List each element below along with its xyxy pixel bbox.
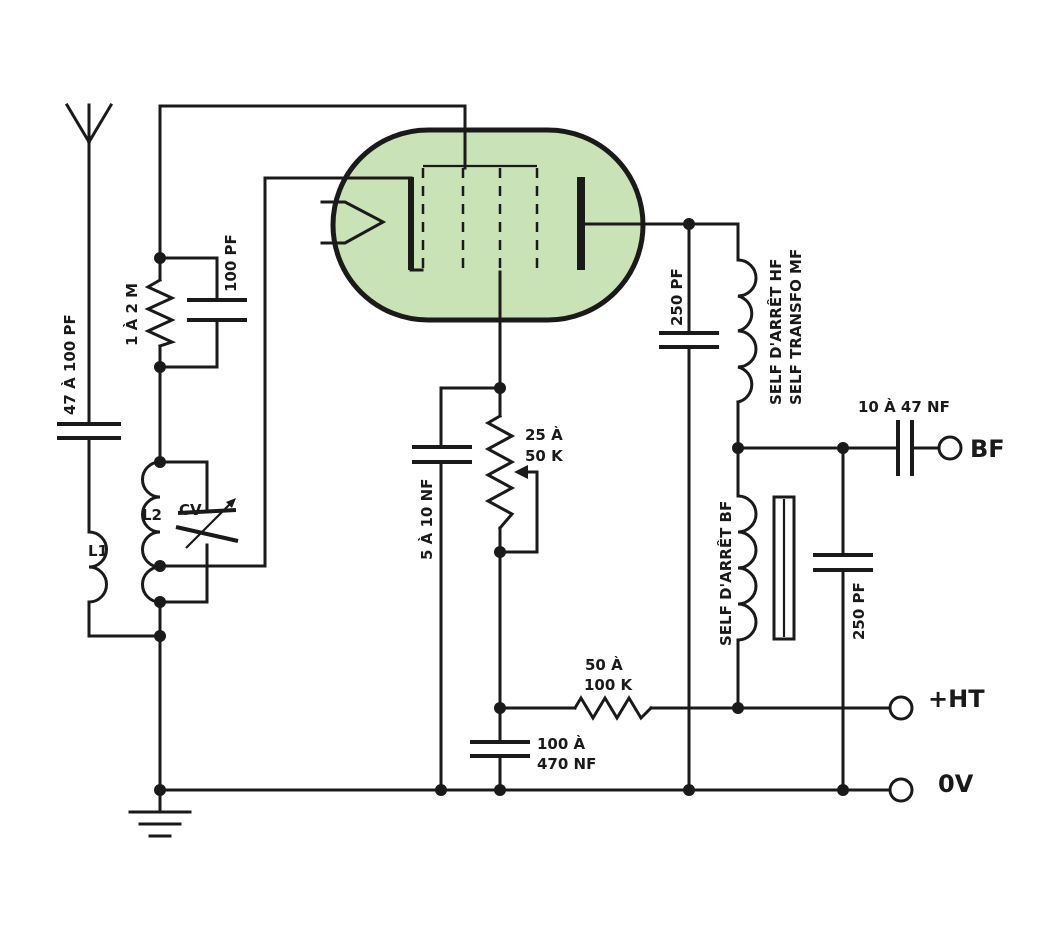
label-out-cap: 10 À 47 NF bbox=[858, 397, 950, 416]
potentiometer bbox=[484, 413, 528, 531]
capacitor-plate bbox=[659, 331, 719, 349]
label-bf: BF bbox=[970, 435, 1005, 463]
label-antenna-cap: 47 À 100 PF bbox=[60, 314, 79, 415]
label-ht-res-line2: 100 K bbox=[584, 676, 634, 694]
ht-terminal bbox=[888, 695, 914, 721]
capacitor-cathode bbox=[412, 445, 472, 464]
capacitor-grid bbox=[187, 298, 247, 322]
coil-l2 bbox=[141, 460, 162, 604]
label-choke-bf: SELF D'ARRÊT BF bbox=[716, 501, 735, 646]
label-cathode-cap: 5 À 10 NF bbox=[417, 479, 436, 560]
label-dec-cap-line2: 470 NF bbox=[537, 755, 596, 773]
ground-icon bbox=[128, 788, 192, 838]
tube-internals bbox=[320, 164, 645, 272]
label-pot-line1: 25 À bbox=[525, 425, 563, 444]
label-cv: CV bbox=[179, 501, 202, 519]
capacitor-output bbox=[896, 420, 914, 476]
wires bbox=[87, 104, 939, 792]
coil-l1 bbox=[87, 530, 108, 604]
label-choke-hf-line1: SELF D'ARRÊT HF bbox=[766, 259, 785, 405]
variable-capacitor bbox=[175, 498, 239, 549]
resistor-grid-leak bbox=[144, 277, 177, 348]
capacitor-antenna bbox=[57, 422, 121, 440]
resistor-ht bbox=[572, 695, 654, 721]
label-choke-hf-line2: SELF TRANSFO MF bbox=[787, 249, 805, 405]
label-l2: L2 bbox=[142, 506, 162, 524]
junction-dots bbox=[154, 218, 849, 796]
capacitor-decoupling bbox=[470, 740, 530, 758]
label-ht: +HT bbox=[928, 685, 985, 713]
antenna-icon bbox=[64, 102, 114, 145]
label-grid-res: 1 À 2 M bbox=[122, 283, 141, 346]
label-pot-line2: 50 K bbox=[525, 447, 564, 465]
choke-hf bbox=[736, 258, 758, 404]
label-zero-v: 0V bbox=[938, 770, 974, 798]
label-grid-cap: 100 PF bbox=[222, 234, 240, 292]
zero-v-terminal bbox=[888, 777, 914, 803]
choke-bf bbox=[736, 494, 796, 642]
label-bf-cap: 250 PF bbox=[850, 582, 868, 640]
label-plate-cap: 250 PF bbox=[668, 268, 686, 326]
label-l1: L1 bbox=[88, 542, 108, 560]
label-ht-res-line1: 50 À bbox=[585, 655, 623, 674]
capacitor-bf bbox=[813, 553, 873, 572]
bf-terminal bbox=[937, 435, 963, 461]
label-dec-cap-line1: 100 À bbox=[537, 734, 586, 753]
